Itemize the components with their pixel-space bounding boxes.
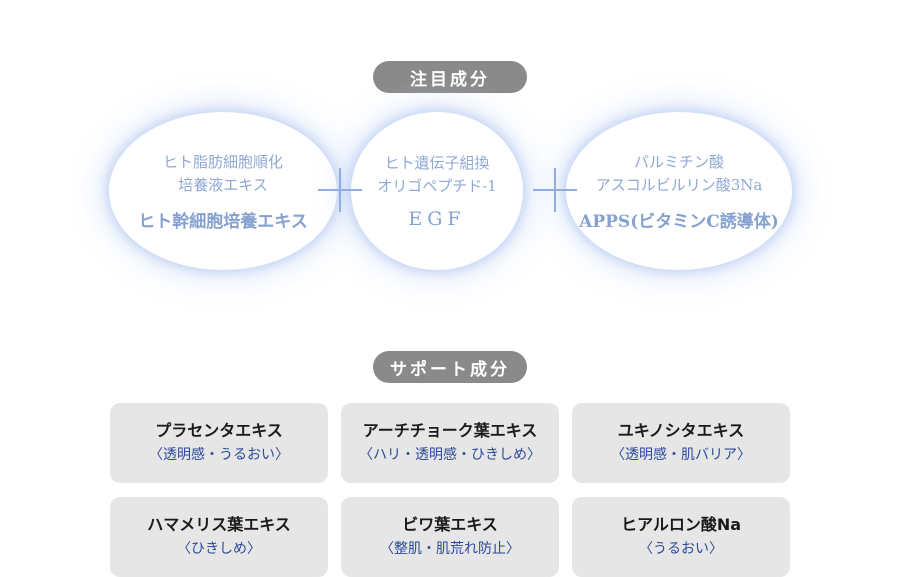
support-card-saxifraga: ユキノシタエキス 〈透明感・肌バリア〉 bbox=[572, 403, 790, 483]
featured-bubble-line1: パルミチン酸 bbox=[633, 152, 724, 171]
support-card-benefit: 〈透明感・肌バリア〉 bbox=[611, 447, 751, 463]
featured-bubble-line2: オリゴペプチド-1 bbox=[377, 177, 497, 195]
support-card-name: アーチチョーク葉エキス bbox=[362, 421, 538, 440]
support-card-name: プラセンタエキス bbox=[155, 421, 283, 440]
featured-bubble-line2: 培養液エキス bbox=[178, 175, 268, 194]
support-card-name: ビワ葉エキス bbox=[402, 515, 498, 534]
support-card-benefit: 〈透明感・うるおい〉 bbox=[149, 447, 289, 463]
featured-bubble-line2: アスコルビルリン酸3Na bbox=[595, 175, 763, 194]
support-card-hamamelis: ハマメリス葉エキス 〈ひきしめ〉 bbox=[110, 497, 328, 577]
featured-bubble-line1: ヒト遺伝子組換 bbox=[384, 154, 490, 172]
featured-bubble-title: EGF bbox=[408, 208, 466, 230]
featured-ingredients-label: 注目成分 bbox=[373, 61, 527, 93]
featured-bubble-title: ヒト幹細胞培養エキス bbox=[138, 211, 308, 232]
support-card-benefit: 〈うるおい〉 bbox=[639, 541, 723, 557]
featured-bubble-egf: ヒト遺伝子組換 オリゴペプチド-1 EGF bbox=[351, 112, 523, 270]
featured-ingredients: ヒト脂肪細胞順化 培養液エキス ヒト幹細胞培養エキス ヒト遺伝子組換 オリゴペプ… bbox=[95, 100, 805, 300]
support-card-benefit: 〈ひきしめ〉 bbox=[177, 541, 261, 557]
featured-bubble-stem-cell: ヒト脂肪細胞順化 培養液エキス ヒト幹細胞培養エキス bbox=[109, 112, 337, 270]
featured-bubble-line1: ヒト脂肪細胞順化 bbox=[162, 152, 283, 171]
support-card-name: ユキノシタエキス bbox=[617, 421, 745, 440]
plus-icon bbox=[318, 168, 362, 212]
support-card-artichoke: アーチチョーク葉エキス 〈ハリ・透明感・ひきしめ〉 bbox=[341, 403, 559, 483]
support-card-loquat: ビワ葉エキス 〈整肌・肌荒れ防止〉 bbox=[341, 497, 559, 577]
plus-icon bbox=[533, 168, 577, 212]
support-ingredients-label: サポート成分 bbox=[373, 351, 527, 383]
support-card-placenta: プラセンタエキス 〈透明感・うるおい〉 bbox=[110, 403, 328, 483]
featured-bubble-title: APPS(ビタミンC誘導体) bbox=[579, 211, 779, 232]
support-card-hyaluronic: ヒアルロン酸Na 〈うるおい〉 bbox=[572, 497, 790, 577]
support-card-benefit: 〈整肌・肌荒れ防止〉 bbox=[380, 541, 520, 557]
support-card-benefit: 〈ハリ・透明感・ひきしめ〉 bbox=[359, 447, 541, 463]
support-card-name: ヒアルロン酸Na bbox=[620, 515, 742, 534]
support-card-name: ハマメリス葉エキス bbox=[147, 515, 291, 534]
featured-bubble-apps: パルミチン酸 アスコルビルリン酸3Na APPS(ビタミンC誘導体) bbox=[566, 112, 792, 270]
